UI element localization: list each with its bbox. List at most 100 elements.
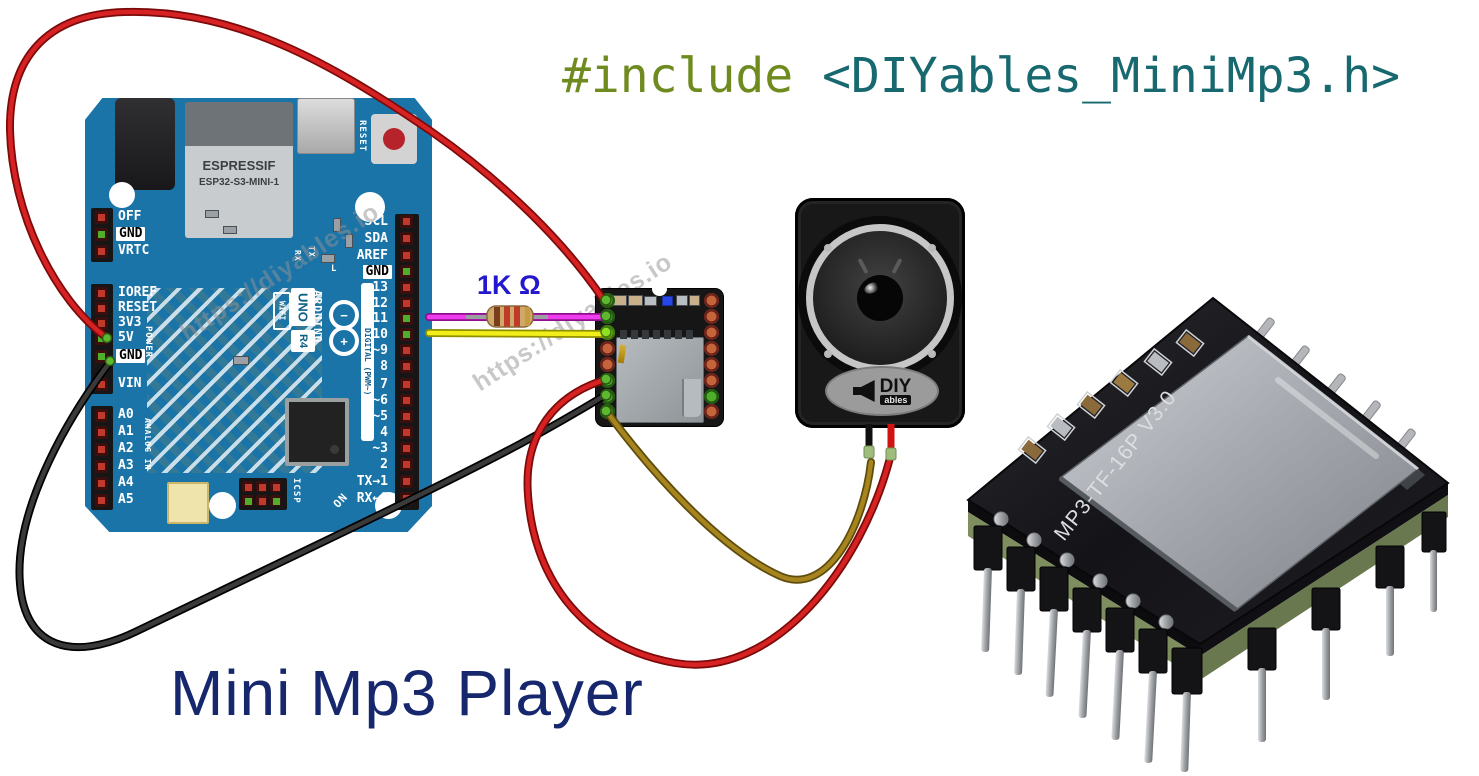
screw	[928, 350, 936, 358]
pin-3v3	[95, 317, 108, 330]
usb-connector	[297, 98, 355, 154]
pin-d3	[400, 442, 413, 455]
sd-contact	[620, 330, 627, 339]
screw	[824, 350, 832, 358]
pin-label-12: 12	[372, 296, 388, 311]
pin-d5	[400, 410, 413, 423]
pin-label-off: OFF	[118, 209, 142, 224]
reset-button	[371, 114, 417, 164]
module-pin	[704, 373, 719, 388]
module-pin-rx	[600, 309, 615, 324]
pin-label-a0: A0	[118, 407, 134, 422]
sd-contact	[631, 330, 638, 339]
pin-label-a4: A4	[118, 475, 134, 490]
page-title: Mini Mp3 Player	[170, 657, 644, 729]
sd-card-tab	[682, 379, 701, 417]
smd-component	[223, 226, 237, 234]
resistor-value-label: 1K Ω	[477, 270, 541, 300]
pin-gnd-power	[95, 350, 108, 363]
icsp-pin	[242, 495, 253, 506]
pin-label-reset: RESET	[118, 300, 158, 315]
screw	[824, 244, 832, 252]
pin-d1-tx	[400, 475, 413, 488]
pin-label-6: ~6	[372, 393, 388, 408]
pin-a1	[95, 426, 108, 439]
pin-a5	[95, 494, 108, 507]
module-pin-spk2	[600, 404, 615, 419]
diyables-logo-text: DIY ables	[880, 377, 912, 405]
pin-off	[95, 211, 108, 224]
pin-label-a3: A3	[118, 458, 134, 473]
module-pin	[704, 404, 719, 419]
pin-ioref	[95, 287, 108, 300]
code-include-line: #include <DIYables_MiniMp3.h>	[562, 48, 1400, 104]
pin-sda	[400, 232, 413, 245]
module-pin	[704, 357, 719, 372]
reset-button-label: RESET	[357, 120, 367, 153]
mounting-hole	[109, 182, 135, 208]
mini-mp3-module	[595, 282, 724, 427]
r4-revision-box: R4	[291, 330, 315, 352]
mcu-chip	[285, 398, 349, 466]
pin-label-5: ~5	[372, 409, 388, 424]
pin-a4	[95, 477, 108, 490]
sd-contact	[664, 330, 671, 339]
module-pin-vcc	[600, 293, 615, 308]
dcdc-component	[167, 482, 209, 524]
pin-vrtc	[95, 245, 108, 258]
pin-label-gnd-digital: GND	[362, 265, 392, 279]
speaker: DIY ables	[795, 198, 965, 428]
pin-label-a1: A1	[118, 424, 134, 439]
wifi-badge-label: WIFI	[277, 301, 287, 321]
include-header-file: <DIYables_MiniMp3.h>	[822, 48, 1401, 104]
mp3-tf-16p-photo: MP3-TF-16P V3.0	[966, 296, 1450, 772]
pin-d10	[400, 328, 413, 341]
pin-label-9: ~9	[372, 343, 388, 358]
mcu-pin1-dot	[330, 445, 339, 454]
module-pin	[600, 341, 615, 356]
logo-plus-glyph: +	[340, 333, 348, 349]
esp32-shield	[185, 102, 293, 148]
pin-d8	[400, 360, 413, 373]
smd-component	[689, 295, 700, 306]
pin-label-8: 8	[380, 359, 388, 374]
led-l-label: L	[331, 264, 338, 274]
reset-button-cap	[383, 128, 405, 150]
wire-spk-olive-outline	[603, 408, 875, 584]
pin-label-a5: A5	[118, 492, 134, 507]
code-space	[793, 48, 822, 104]
status-led	[662, 296, 673, 306]
r4-revision-label: R4	[297, 333, 309, 349]
module-pin	[704, 341, 719, 356]
pin-a2	[95, 443, 108, 456]
pin-label-tx1: TX→1	[356, 474, 388, 489]
icsp-pin	[256, 495, 267, 506]
pin-d2	[400, 458, 413, 471]
pin-label-2: 2	[380, 457, 388, 472]
sd-slot-notch	[1400, 469, 1425, 490]
sd-slot-highlight	[1275, 377, 1379, 459]
icsp-pin	[270, 481, 281, 492]
resistor-band	[494, 307, 500, 326]
power-section-label: POWER	[143, 326, 153, 359]
logo-minus-glyph: −	[340, 307, 348, 323]
resistor-1k	[486, 305, 534, 328]
module-pin	[704, 293, 719, 308]
pin-label-aref: AREF	[356, 248, 388, 263]
icsp-label: ICSP	[291, 478, 301, 504]
pcb-edge	[968, 500, 1200, 656]
uno-model-box: UNO	[291, 288, 315, 326]
pin-label-gnd-power: GND	[116, 349, 146, 363]
icsp-pin	[242, 481, 253, 492]
pin-label-sda: SDA	[364, 231, 388, 246]
esp32-brand-label: ESPRESSIF	[202, 158, 276, 173]
module-pin-tx	[600, 325, 615, 340]
pin-label-3: ~3	[372, 441, 388, 456]
smd-components	[1017, 328, 1205, 465]
diyables-logo-badge: DIY ables	[825, 366, 939, 416]
module-pin	[704, 325, 719, 340]
sd-slot-lip	[1058, 476, 1238, 612]
smd-component	[628, 295, 643, 306]
pin-gnd-aux	[95, 228, 108, 241]
